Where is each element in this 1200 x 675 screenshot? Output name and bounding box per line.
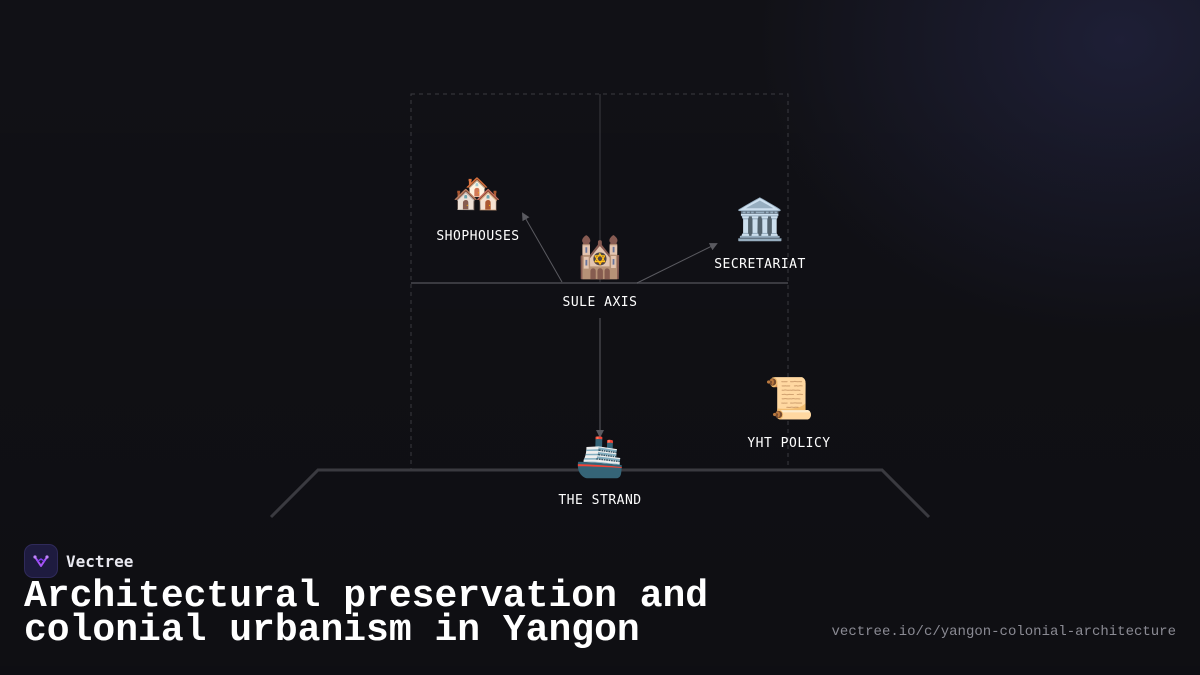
sule-axis-label: SULE AXIS	[562, 295, 638, 310]
ground-platform	[269, 468, 931, 519]
shophouses-label: SHOPHOUSES	[436, 229, 520, 244]
brand[interactable]: Vectree	[24, 544, 133, 578]
page-url[interactable]: vectree.io/c/yangon-colonial-architectur…	[831, 624, 1176, 640]
vectree-logo-icon	[24, 544, 58, 578]
secretariat-label: SECRETARIAT	[714, 257, 806, 272]
arrow-sule-to-shophouses	[522, 212, 563, 283]
brand-name: Vectree	[66, 551, 134, 571]
arrow-sule-to-secretariat	[636, 243, 718, 284]
sule-axis-icon: 🕍	[575, 235, 625, 281]
the-strand-label: THE STRAND	[558, 493, 642, 508]
yht-policy-label: YHT POLICY	[747, 436, 831, 451]
shophouses-icon: 🏘️	[452, 171, 502, 217]
yht-policy-icon: 📜	[764, 376, 814, 422]
the-strand-icon: 🚢	[575, 434, 625, 480]
page-title: Architectural preservation and colonial …	[24, 575, 709, 652]
secretariat-icon: 🏛️	[735, 197, 785, 243]
